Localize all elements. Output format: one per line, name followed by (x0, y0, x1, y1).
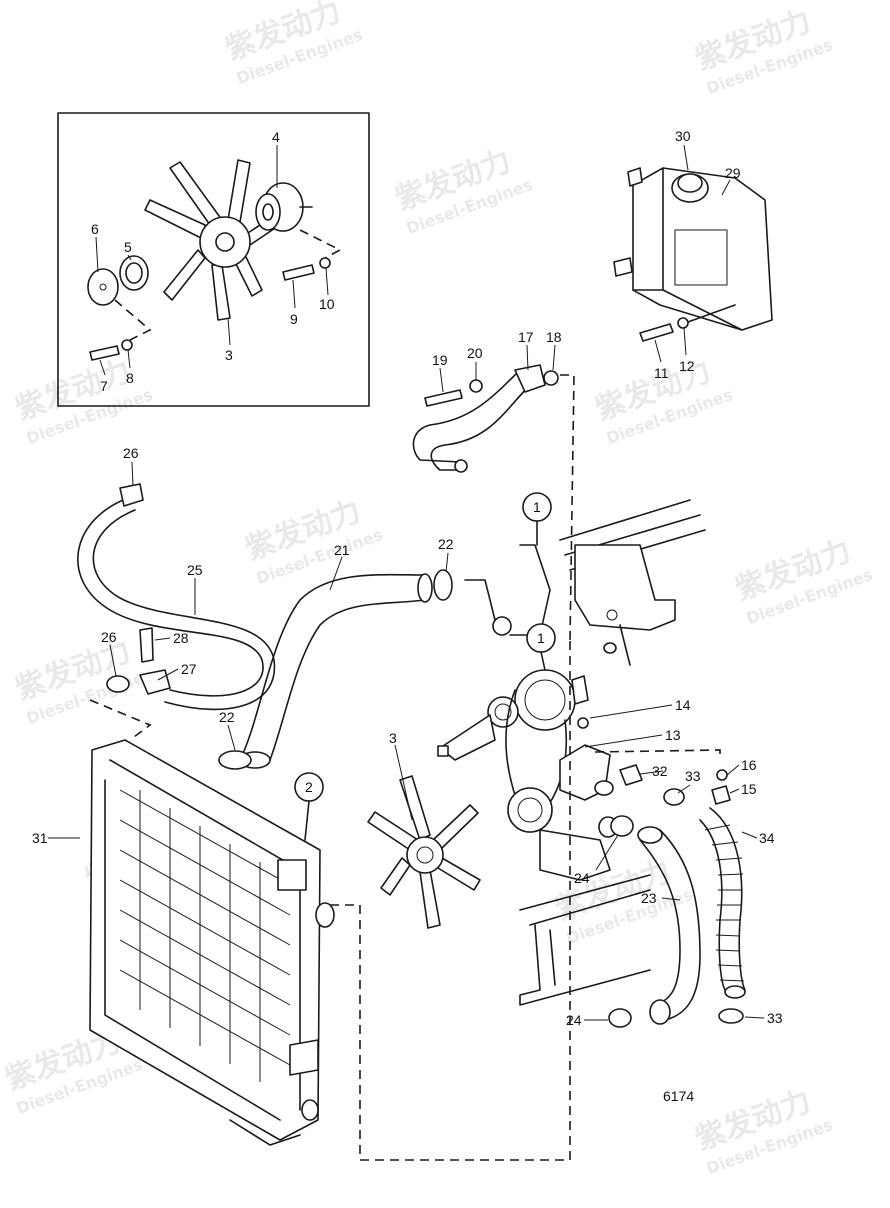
callout-label: 4 (272, 129, 280, 145)
tank-bolt (639, 317, 689, 342)
callout-label: 8 (126, 370, 134, 386)
callout-label: 6 (91, 221, 99, 237)
watermark: 紫发动力 Diesel-Engines (691, 1084, 836, 1179)
watermark: 紫发动力 Diesel-Engines (11, 354, 156, 449)
callout-label: 1 (533, 499, 541, 515)
callout-label: 27 (181, 661, 197, 677)
hose-clamp-22-lower (218, 750, 252, 770)
lower-hose-23 (637, 826, 701, 1025)
callout-label: 3 (225, 347, 233, 363)
callout-label: 32 (652, 763, 668, 779)
callout-label: 1 (537, 630, 545, 646)
callout-label: 33 (767, 1010, 783, 1026)
inset-pulley-hub (255, 182, 313, 232)
callout-label: 30 (675, 128, 691, 144)
callout-label: 9 (290, 311, 298, 327)
callout-label: 31 (32, 830, 48, 846)
callout-label: 7 (100, 378, 108, 394)
callout-label: 14 (675, 697, 691, 713)
fan-belt-assembly (437, 669, 618, 881)
radiator-hose-21 (239, 573, 433, 769)
tank-leader (687, 304, 736, 323)
hose-clamp-22-upper (433, 569, 453, 601)
dash-line-17 (560, 374, 575, 641)
callout-label: 34 (759, 830, 775, 846)
hose-clamps-33-24 (608, 788, 744, 1028)
inset-spacer (119, 255, 149, 291)
callout-label: 22 (438, 536, 454, 552)
chassis-rail (519, 874, 651, 1006)
callout-label: 18 (546, 329, 562, 345)
inset-dash-line-a (299, 229, 342, 259)
inset-flange (87, 268, 119, 306)
watermark: 紫发动力 Diesel-Engines (691, 4, 836, 99)
inset-dash-line-b (114, 299, 152, 341)
watermark: 紫发动力 Diesel-Engines (591, 354, 736, 449)
callout-label: 26 (123, 445, 139, 461)
dash-line-radiator (89, 699, 152, 741)
thermostat-pipe (464, 544, 551, 636)
sensor-32 (619, 764, 643, 786)
callout-label: 20 (467, 345, 483, 361)
callout-label: 21 (334, 542, 350, 558)
dash-line-drain (594, 749, 721, 760)
callout-label: 11 (654, 365, 669, 381)
dash-line-radiator-bottom (330, 640, 571, 1161)
callout-label: 2 (305, 779, 313, 795)
engine-block-upper (559, 499, 706, 666)
upper-hose-17 (412, 364, 546, 473)
callout-label: 10 (319, 296, 335, 312)
callout-label: 23 (641, 890, 657, 906)
bypass-hose-25 (77, 483, 276, 711)
drain-plug-15-16 (711, 769, 731, 805)
watermark: 紫发动力 Diesel-Engines (241, 494, 386, 589)
inset-frame (57, 112, 370, 407)
callout-label: 17 (518, 329, 534, 345)
marker-leader (540, 651, 546, 671)
expansion-tank (613, 167, 773, 331)
callout-label: 19 (432, 352, 448, 368)
inset-bolts (89, 257, 331, 361)
callout-label: 24 (574, 870, 590, 886)
figure-number: 6174 (663, 1088, 694, 1104)
callout-label: 28 (173, 630, 189, 646)
leader-lines (48, 144, 765, 1021)
callout-label: 26 (101, 629, 117, 645)
callout-labels: 4 6 5 3 9 10 7 8 30 29 11 12 19 20 17 18… (32, 128, 783, 1028)
callout-label: 29 (725, 165, 741, 181)
watermark: 紫发动力 Diesel-Engines (391, 144, 536, 239)
watermark: 紫发动力 Diesel-Engines (11, 634, 156, 729)
callout-label: 16 (741, 757, 757, 773)
callout-label: 12 (679, 358, 695, 374)
fitting-26-27-28 (106, 627, 171, 695)
callout-label: 15 (741, 781, 757, 797)
callout-label: 33 (685, 768, 701, 784)
marker-leader (304, 800, 310, 841)
cooling-fan-3 (367, 775, 481, 929)
corrugated-hose-34 (699, 807, 746, 999)
callout-label: 3 (389, 730, 397, 746)
inset-fan (144, 159, 297, 321)
callout-label: 25 (187, 562, 203, 578)
watermark: 紫发动力 Diesel-Engines (731, 534, 876, 629)
callout-label: 22 (219, 709, 235, 725)
callout-label: 24 (566, 1012, 582, 1028)
bolt-19-20 (424, 370, 559, 407)
callout-label: 5 (124, 239, 132, 255)
callout-label: 13 (665, 727, 681, 743)
watermark: 紫发动力 Diesel-Engines (221, 0, 366, 88)
radiator-31 (89, 739, 335, 1146)
